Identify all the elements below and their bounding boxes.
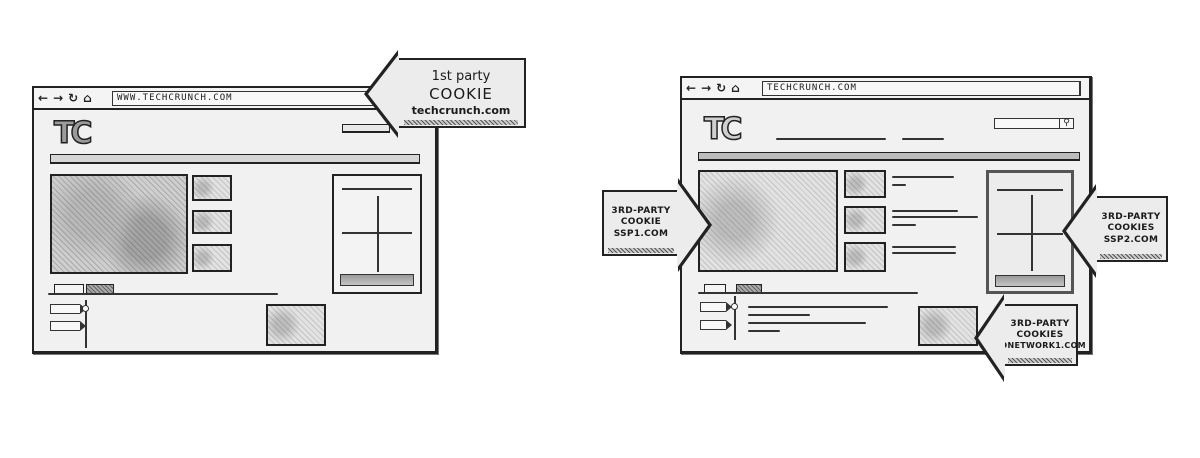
browser-toolbar: ← → ↻ ⌂ TECHCRUNCH.COM [682, 78, 1089, 100]
ad-divider-vertical [1031, 195, 1033, 271]
callout-domain: techcrunch.com [411, 103, 511, 117]
ad-divider-mid [997, 233, 1063, 235]
forward-arrow-icon: → [701, 81, 712, 95]
main-article-image [50, 174, 188, 274]
url-bar: WWW.TECHCRUNCH.COM [112, 91, 381, 106]
callout-line-1: 1st party [431, 68, 491, 84]
callout-domain: ADNETWORK1.COM [994, 341, 1086, 351]
url-text: WWW.TECHCRUNCH.COM [117, 93, 233, 103]
url-text: TECHCRUNCH.COM [767, 83, 857, 93]
callout-hatch [1100, 254, 1162, 259]
thumbnail-1 [844, 170, 886, 198]
header-line-1 [776, 138, 886, 140]
sidebar-ad-panel [986, 170, 1074, 294]
browser-toolbar: ← → ↻ ⌂ WWW.TECHCRUNCH.COM [34, 88, 435, 110]
ad-divider-top [997, 189, 1063, 191]
home-icon: ⌂ [731, 81, 740, 95]
techcrunch-logo: TC [703, 111, 743, 148]
thumbnail-3 [192, 244, 232, 272]
nav-menu-bar [698, 152, 1080, 161]
ssp2-cookie-callout: 3RD-PARTY COOKIES SSP2.COM [1062, 184, 1168, 278]
callout-line-1: 3RD-PARTY [611, 206, 671, 217]
content-tab-active [704, 284, 726, 294]
thumbnail-2 [844, 206, 886, 234]
callout-pointer-left-fill [368, 54, 399, 134]
back-arrow-icon: ← [686, 81, 697, 95]
text-line [748, 330, 780, 332]
url-bar: TECHCRUNCH.COM [762, 81, 1081, 96]
reload-icon: ↻ [716, 81, 727, 95]
search-box: ⚲ [994, 118, 1074, 129]
list-arrow-1 [50, 304, 86, 314]
ad-footer-bar [340, 274, 414, 286]
callout-pointer-left-fill [978, 298, 1005, 378]
text-line [892, 246, 956, 248]
list-timeline [734, 296, 736, 340]
text-line [892, 176, 954, 178]
callout-pointer-left-fill [1066, 188, 1097, 274]
techcrunch-logo: TC [53, 115, 93, 152]
nav-menu-bar [50, 154, 420, 164]
callout-line-2: COOKIES [1016, 330, 1064, 340]
callout-line-2: COOKIES [1107, 223, 1155, 234]
home-icon: ⌂ [83, 91, 92, 105]
ssp1-cookie-callout: 3RD-PARTY COOKIE SSP1.COM [602, 178, 712, 272]
ad-divider-top [342, 188, 412, 190]
main-article-image [698, 170, 838, 272]
list-arrow-2 [700, 320, 732, 330]
header-line-2 [902, 138, 944, 140]
thumbnail-2 [192, 210, 232, 234]
text-line [892, 252, 956, 254]
back-arrow-icon: ← [38, 91, 49, 105]
text-line [748, 314, 810, 316]
callout-hatch [1008, 358, 1072, 363]
callout-line-2: COOKIE [620, 217, 662, 228]
callout-hatch [608, 248, 674, 253]
callout-line-1: 3RD-PARTY [1101, 212, 1161, 223]
reload-icon: ↻ [68, 91, 79, 105]
tab-baseline [698, 292, 918, 294]
list-arrow-1 [700, 302, 732, 312]
callout-line-2: COOKIE [429, 84, 493, 103]
callout-line-1: 3RD-PARTY [1010, 318, 1070, 329]
list-arrow-2 [50, 321, 86, 331]
text-line [892, 224, 916, 226]
content-tab-active [54, 284, 84, 294]
browser-window-third-party: ← → ↻ ⌂ TECHCRUNCH.COM TC ⚲ [680, 76, 1092, 354]
text-line [892, 216, 978, 218]
forward-arrow-icon: → [53, 91, 64, 105]
ad-footer-bar [995, 275, 1065, 287]
text-line [748, 306, 888, 308]
list-timeline [85, 300, 87, 348]
timeline-dot [731, 303, 738, 310]
text-line [892, 210, 958, 212]
text-line [892, 184, 906, 186]
ad-divider-vertical [377, 196, 379, 272]
callout-pointer-right-fill [677, 182, 708, 268]
search-icon: ⚲ [1059, 119, 1073, 128]
thumbnail-1 [192, 175, 232, 201]
bottom-ad-image [266, 304, 326, 346]
sidebar-ad-panel [332, 174, 422, 294]
first-party-cookie-callout: 1st party COOKIE techcrunch.com [364, 50, 526, 138]
tab-baseline [48, 293, 278, 295]
text-line [748, 322, 866, 324]
timeline-dot [82, 305, 89, 312]
adnetwork1-cookie-callout: 3RD-PARTY COOKIES ADNETWORK1.COM [974, 294, 1086, 382]
callout-domain: SSP2.COM [1103, 234, 1159, 245]
bottom-ad-image [918, 306, 978, 346]
thumbnail-3 [844, 242, 886, 272]
callout-hatch [404, 120, 518, 125]
callout-domain: SSP1.COM [613, 228, 669, 239]
